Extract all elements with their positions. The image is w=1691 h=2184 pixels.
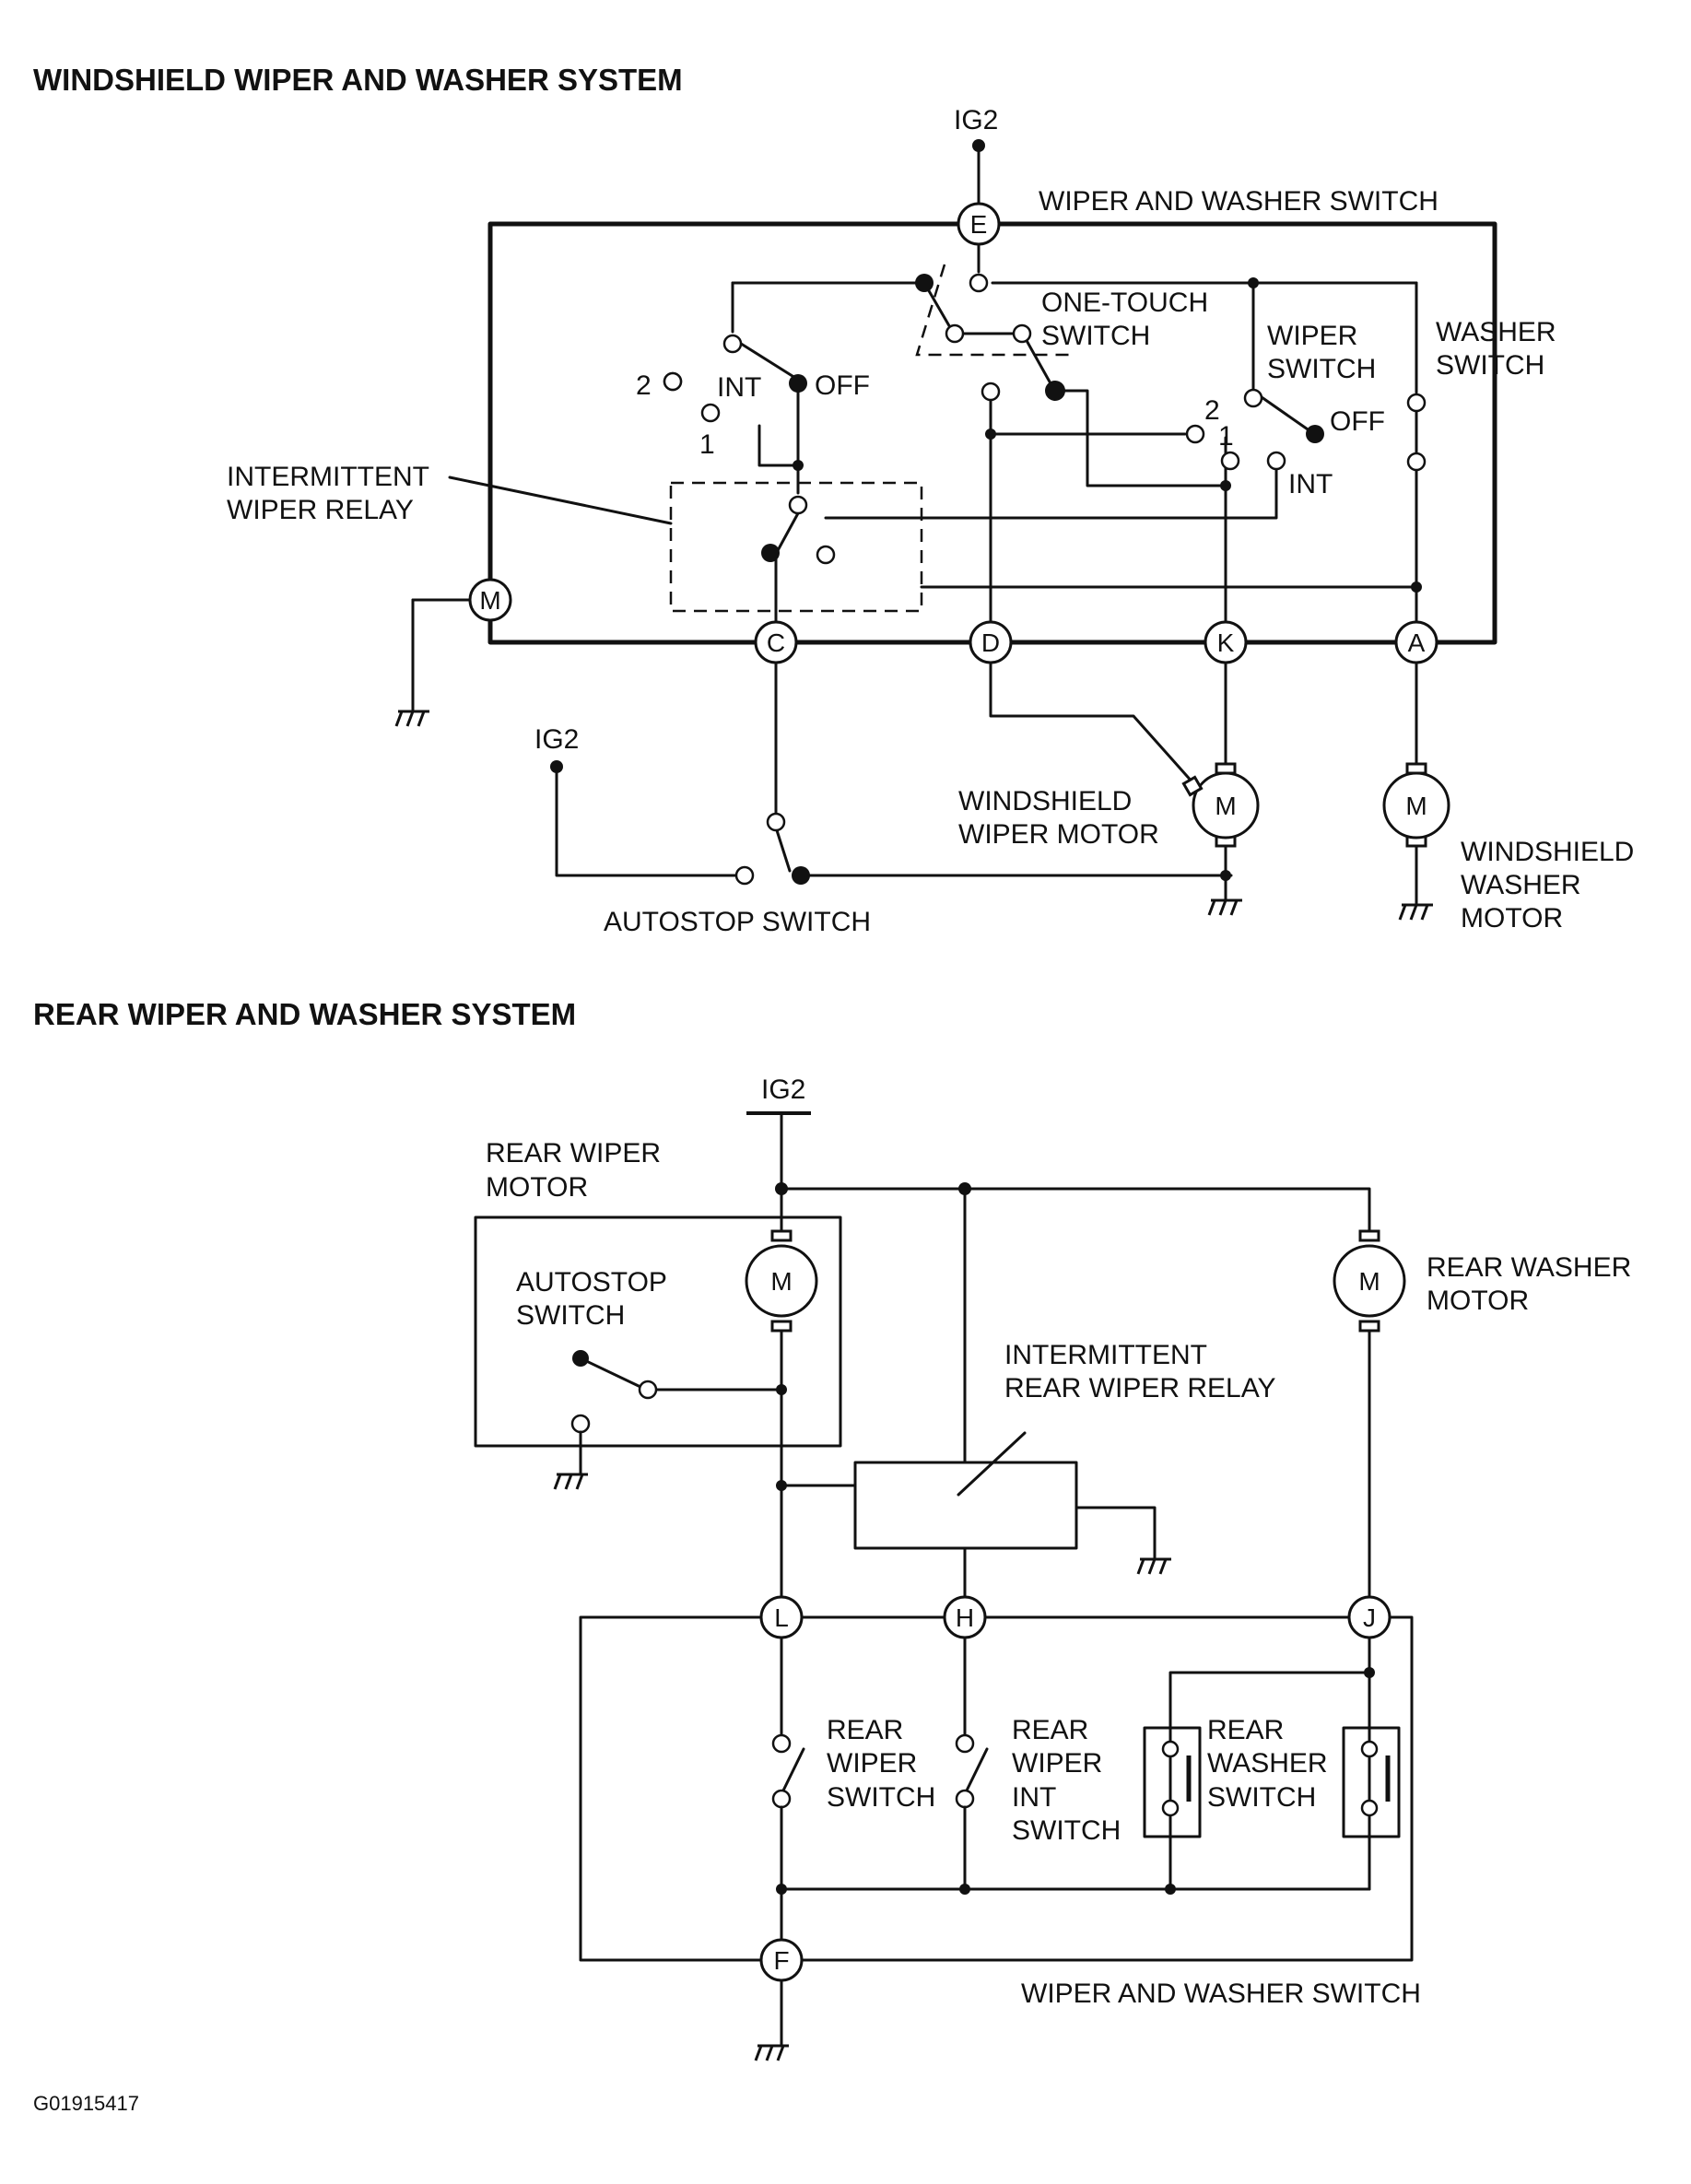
rear-relay-label-2: REAR WIPER RELAY xyxy=(1004,1373,1276,1403)
svg-text:INT: INT xyxy=(717,372,761,403)
wiper-switch-label-2: SWITCH xyxy=(1267,354,1376,384)
intermittent-relay-label-1: INTERMITTENT xyxy=(227,462,429,492)
svg-text:M: M xyxy=(770,1267,792,1296)
rear-switch-box xyxy=(579,1615,1414,1962)
rear-wiper-motor xyxy=(745,1244,818,1318)
rear-wiper-motor-label-1: REAR WIPER xyxy=(486,1138,661,1168)
terminal-f xyxy=(759,1938,804,1982)
svg-text:M: M xyxy=(1358,1267,1380,1296)
svg-text:OFF: OFF xyxy=(815,370,870,401)
svg-text:OFF: OFF xyxy=(1330,406,1385,437)
terminal-a xyxy=(1394,620,1439,664)
svg-text:1: 1 xyxy=(699,429,715,460)
wiper-switch-label-1: WIPER xyxy=(1267,321,1357,351)
rear-washer-switch-label-3: SWITCH xyxy=(1207,1782,1316,1813)
rear-washer-switch-label-1: REAR xyxy=(1207,1715,1284,1745)
rear-title: REAR WIPER AND WASHER SYSTEM xyxy=(33,997,576,1031)
rear-relay-label-1: INTERMITTENT xyxy=(1004,1340,1207,1370)
rear-switch-box-label: WIPER AND WASHER SWITCH xyxy=(1021,1979,1421,2009)
rear-autostop-label-1: AUTOSTOP xyxy=(516,1267,667,1297)
rear-wiper-switch-label-1: REAR xyxy=(827,1715,903,1745)
terminal-c xyxy=(754,620,798,664)
windshield-wiper-motor xyxy=(1192,771,1260,840)
rear-washer-motor-label-1: REAR WASHER xyxy=(1427,1252,1631,1283)
rear-washer-motor-label-2: MOTOR xyxy=(1427,1286,1529,1316)
svg-text:2: 2 xyxy=(636,370,652,401)
svg-text:INT: INT xyxy=(1288,469,1333,499)
svg-text:M: M xyxy=(1215,792,1236,820)
svg-text:2: 2 xyxy=(1204,395,1220,426)
ig2-label-top: IG2 xyxy=(954,105,998,135)
washer-switch-label-1: WASHER xyxy=(1436,317,1556,347)
windshield-wiper-motor-label-1: WINDSHIELD xyxy=(958,786,1132,816)
one-touch-switch-label-1: ONE-TOUCH xyxy=(1041,288,1208,318)
terminal-h xyxy=(943,1595,987,1639)
intermittent-rear-wiper-relay xyxy=(853,1461,1078,1550)
rear-autostop-label-2: SWITCH xyxy=(516,1300,625,1331)
autostop-switch-label: AUTOSTOP SWITCH xyxy=(604,907,871,937)
intermittent-relay-label-2: WIPER RELAY xyxy=(227,495,414,525)
svg-text:J: J xyxy=(1363,1603,1376,1632)
terminal-j xyxy=(1347,1595,1392,1639)
rear-wiper-int-switch-label-4: SWITCH xyxy=(1012,1815,1121,1846)
rear-wiper-switch-label-3: SWITCH xyxy=(827,1782,935,1813)
rear-wiper-int-switch-label-3: INT xyxy=(1012,1782,1056,1813)
rear-ig2-label: IG2 xyxy=(761,1074,805,1105)
ig2-label-autostop: IG2 xyxy=(534,724,579,755)
windshield-title: WINDSHIELD WIPER AND WASHER SYSTEM xyxy=(33,63,683,97)
rear-washer-switch-label-2: WASHER xyxy=(1207,1748,1328,1779)
terminal-k xyxy=(1204,620,1248,664)
svg-text:C: C xyxy=(767,628,785,657)
svg-text:1: 1 xyxy=(1218,421,1234,452)
terminal-m xyxy=(468,578,512,622)
svg-text:M: M xyxy=(1405,792,1427,820)
rear-wiper-motor-label-2: MOTOR xyxy=(486,1172,588,1203)
rear-wiper-int-switch-label-2: WIPER xyxy=(1012,1748,1102,1779)
one-touch-switch-label-2: SWITCH xyxy=(1041,321,1150,351)
rear-wiper-switch-label-2: WIPER xyxy=(827,1748,917,1779)
windshield-washer-motor-label-2: WASHER xyxy=(1461,870,1581,900)
terminal-d xyxy=(969,620,1013,664)
windshield-section: WINDSHIELD WIPER AND WASHER SYSTEM IG2 W… xyxy=(33,63,1634,937)
windshield-switch-box-label: WIPER AND WASHER SWITCH xyxy=(1039,186,1439,217)
svg-text:D: D xyxy=(981,628,1000,657)
svg-text:K: K xyxy=(1217,628,1235,657)
figure-code: G01915417 xyxy=(33,2092,139,2115)
rear-section: REAR WIPER AND WASHER SYSTEM IG2 REAR WI… xyxy=(33,997,1631,2062)
terminal-l xyxy=(759,1595,804,1639)
svg-text:F: F xyxy=(773,1946,789,1975)
windshield-wiper-motor-label-2: WIPER MOTOR xyxy=(958,819,1159,850)
svg-text:L: L xyxy=(774,1603,789,1632)
rear-washer-motor xyxy=(1333,1244,1406,1318)
svg-text:M: M xyxy=(479,586,500,615)
svg-text:A: A xyxy=(1408,628,1426,657)
svg-text:E: E xyxy=(970,210,988,239)
svg-text:H: H xyxy=(956,1603,974,1632)
windshield-washer-motor xyxy=(1382,771,1450,840)
washer-switch-label-2: SWITCH xyxy=(1436,350,1544,381)
windshield-washer-motor-label-3: MOTOR xyxy=(1461,903,1563,933)
terminal-e xyxy=(957,202,1001,246)
rear-wiper-motor-box xyxy=(474,1215,842,1448)
rear-wiper-int-switch-label-1: REAR xyxy=(1012,1715,1088,1745)
windshield-washer-motor-label-1: WINDSHIELD xyxy=(1461,837,1634,867)
